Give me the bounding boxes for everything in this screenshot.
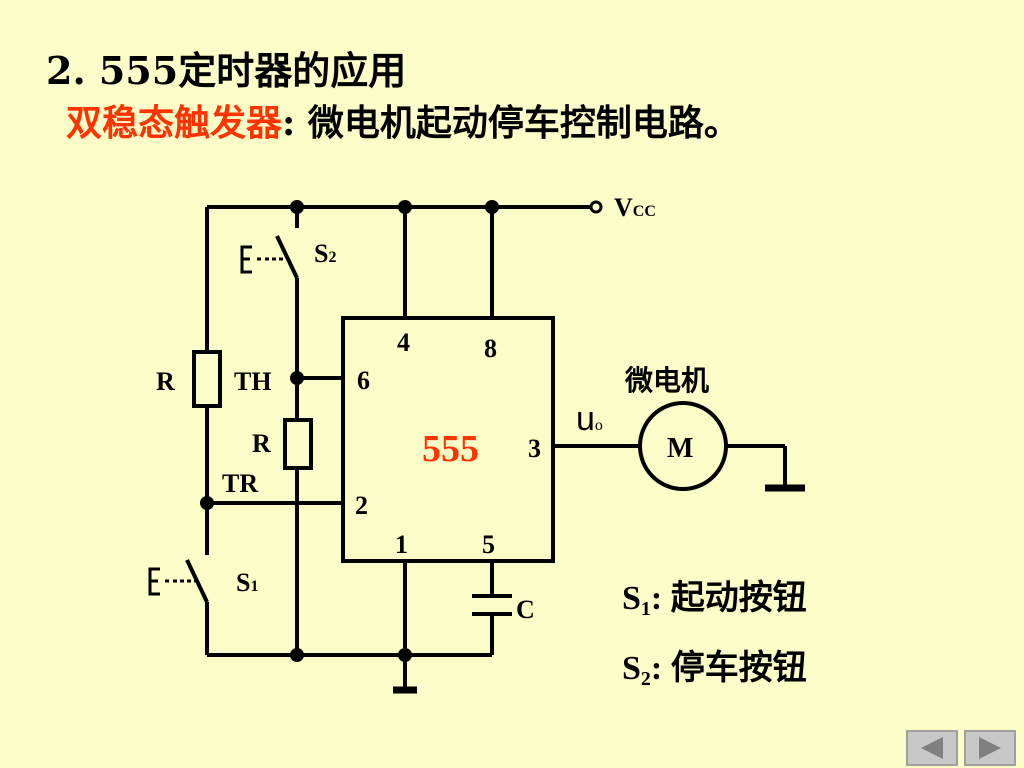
legend-s1: S1: 起动按钮 xyxy=(622,570,807,620)
title-number: 2. xyxy=(46,48,86,93)
pin-1-label: 1 xyxy=(395,530,408,559)
subtitle-rest: : 微电机起动停车控制电路。 xyxy=(282,102,740,144)
next-arrow-icon xyxy=(979,737,1001,759)
output-voltage-label: uo xyxy=(576,400,603,438)
s1-blade xyxy=(185,559,209,603)
legend-s2-sub: 2 xyxy=(640,668,651,690)
prev-slide-button[interactable] xyxy=(906,730,958,766)
motor-label: M xyxy=(667,433,693,464)
tr-label: TR xyxy=(222,469,258,498)
s2-label: S2 xyxy=(314,239,336,268)
motor-symbol xyxy=(638,401,728,491)
pin-8-label: 8 xyxy=(484,334,497,363)
prev-arrow-icon xyxy=(921,737,943,759)
legend-s2: S2: 停车按钮 xyxy=(622,640,807,690)
pin-4-label: 4 xyxy=(397,328,410,357)
capacitor-label: C xyxy=(516,595,535,624)
junction-dot xyxy=(398,200,412,214)
pin-5-label: 5 xyxy=(482,530,495,559)
legend-s1-symbol: S xyxy=(622,580,641,617)
chip-body xyxy=(341,316,555,563)
resistor-mid xyxy=(283,418,313,470)
pin-6-label: 6 xyxy=(357,366,370,395)
pin-3-label: 3 xyxy=(528,434,541,463)
s2-button-icon xyxy=(240,245,285,274)
title-text: 555定时器的应用 xyxy=(98,48,407,93)
junction-dot xyxy=(485,200,499,214)
s2-blade xyxy=(275,235,299,279)
junction-dot xyxy=(290,200,304,214)
junction-dots xyxy=(200,200,499,662)
junction-dot xyxy=(290,648,304,662)
legend-s2-symbol: S xyxy=(622,650,641,687)
s1-label: S1 xyxy=(236,568,258,597)
chip-label: 555 xyxy=(422,428,479,470)
subtitle-highlight: 双稳态触发器 xyxy=(66,102,283,144)
legend-s1-sub: 1 xyxy=(640,598,651,620)
junction-dot xyxy=(398,648,412,662)
s1-button-icon xyxy=(148,567,195,596)
pin-2-label: 2 xyxy=(355,491,368,520)
page-title: 2. 555定时器的应用 xyxy=(46,40,406,95)
legend-s1-text: : 起动按钮 xyxy=(650,580,807,617)
page-subtitle: 双稳态触发器: 微电机起动停车控制电路。 xyxy=(66,94,740,146)
resistor-left-label: R xyxy=(156,367,175,396)
th-label: TH xyxy=(234,367,272,396)
next-slide-button[interactable] xyxy=(964,730,1016,766)
vcc-terminal xyxy=(589,200,603,214)
resistor-mid-label: R xyxy=(252,429,271,458)
resistor-left xyxy=(192,350,222,408)
motor-caption: 微电机 xyxy=(624,365,709,397)
vcc-label: VCC xyxy=(614,193,656,222)
junction-dot xyxy=(290,371,304,385)
junction-dot xyxy=(200,496,214,510)
legend-s2-text: : 停车按钮 xyxy=(650,650,807,687)
